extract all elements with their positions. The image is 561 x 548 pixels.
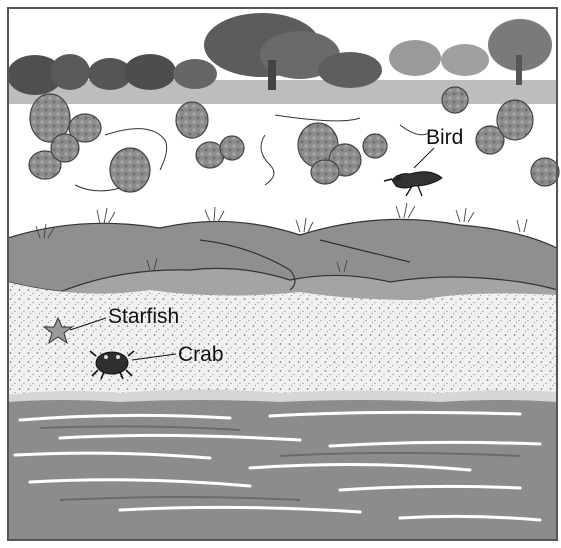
crab-label: Crab [178, 343, 224, 366]
starfish-label: Starfish [108, 305, 179, 328]
sandy-beach [8, 282, 557, 398]
sand-dunes [8, 219, 557, 306]
ocean [8, 390, 557, 541]
bird-label: Bird [426, 126, 463, 149]
